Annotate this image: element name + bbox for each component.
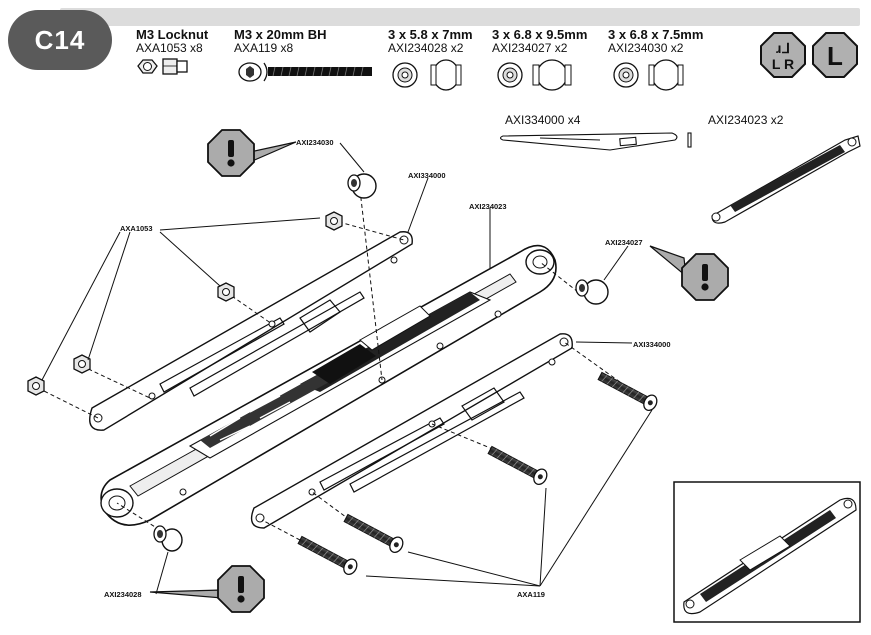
ball-stud-axi234028 (153, 525, 183, 552)
bolt-3 (341, 510, 407, 556)
part-code-ball-small: AXI234028 x2 (388, 41, 464, 55)
part-code-locknut: AXA1053 x8 (136, 41, 203, 55)
left-side-label: L (827, 41, 843, 71)
completed-assembly-inset (673, 481, 861, 623)
locknut-icon (137, 58, 188, 75)
step-badge: C14 (8, 10, 112, 70)
callout-leader-lines (41, 142, 653, 595)
callout-axa119: AXA119 (517, 590, 545, 599)
ball-stud-mid-icon (613, 59, 684, 91)
link-plate-lower (250, 333, 573, 529)
part-code-ball-mid: AXI234030 x2 (608, 41, 684, 55)
left-right-label: L R (772, 56, 794, 72)
locknut-4 (27, 376, 45, 396)
part-name-locknut: M3 Locknut (136, 27, 209, 42)
warning-icon-top (207, 129, 297, 177)
callout-axi234028: AXI234028 (104, 590, 142, 599)
bolt-1 (595, 368, 661, 414)
link-plate-upper (89, 231, 413, 431)
bolt-4 (295, 532, 361, 578)
callout-axa1053: AXA1053 (120, 224, 153, 233)
part-code-ball-long: AXI234027 x2 (492, 41, 568, 55)
ref-label-link-plate: AXI334000 x4 (505, 113, 581, 127)
header-bar (60, 8, 860, 26)
callout-axi234027: AXI234027 (605, 238, 643, 247)
ref-label-link-arm: AXI234023 x2 (708, 113, 784, 127)
ball-stud-small-icon (392, 59, 462, 91)
part-name-bolt: M3 x 20mm BH (234, 27, 327, 42)
part-name-ball-mid: 3 x 6.8 x 7.5mm (608, 27, 704, 42)
ball-stud-long-icon (497, 59, 572, 91)
part-name-ball-long: 3 x 6.8 x 9.5mm (492, 27, 588, 42)
callout-axi334000-right: AXI334000 (633, 340, 671, 349)
bolt-icon (238, 62, 372, 82)
locknut-1 (325, 211, 343, 231)
part-name-ball-small: 3 x 5.8 x 7mm (388, 27, 473, 42)
warning-icon-bottom (149, 565, 265, 613)
callout-axi234023: AXI234023 (469, 202, 507, 211)
link-arm-reference (711, 135, 861, 224)
bolt-2 (485, 442, 551, 488)
left-right-side-icon: ɹᒧ L R (760, 32, 806, 83)
svg-text:ɹᒧ: ɹᒧ (776, 40, 790, 56)
callout-axi234030: AXI234030 (296, 138, 334, 147)
link-plate-reference (499, 132, 692, 151)
warning-icon-right (649, 245, 729, 301)
locknut-2 (217, 282, 235, 302)
part-code-bolt: AXA119 x8 (234, 41, 294, 55)
ball-stud-axi234030 (347, 173, 377, 199)
assembly-guide-lines (37, 189, 621, 541)
left-side-icon: L (812, 32, 858, 83)
ball-stud-axi234027 (575, 279, 609, 305)
link-arm-main (100, 244, 557, 526)
locknut-3 (73, 354, 91, 374)
callout-axi334000-top: AXI334000 (408, 171, 446, 180)
